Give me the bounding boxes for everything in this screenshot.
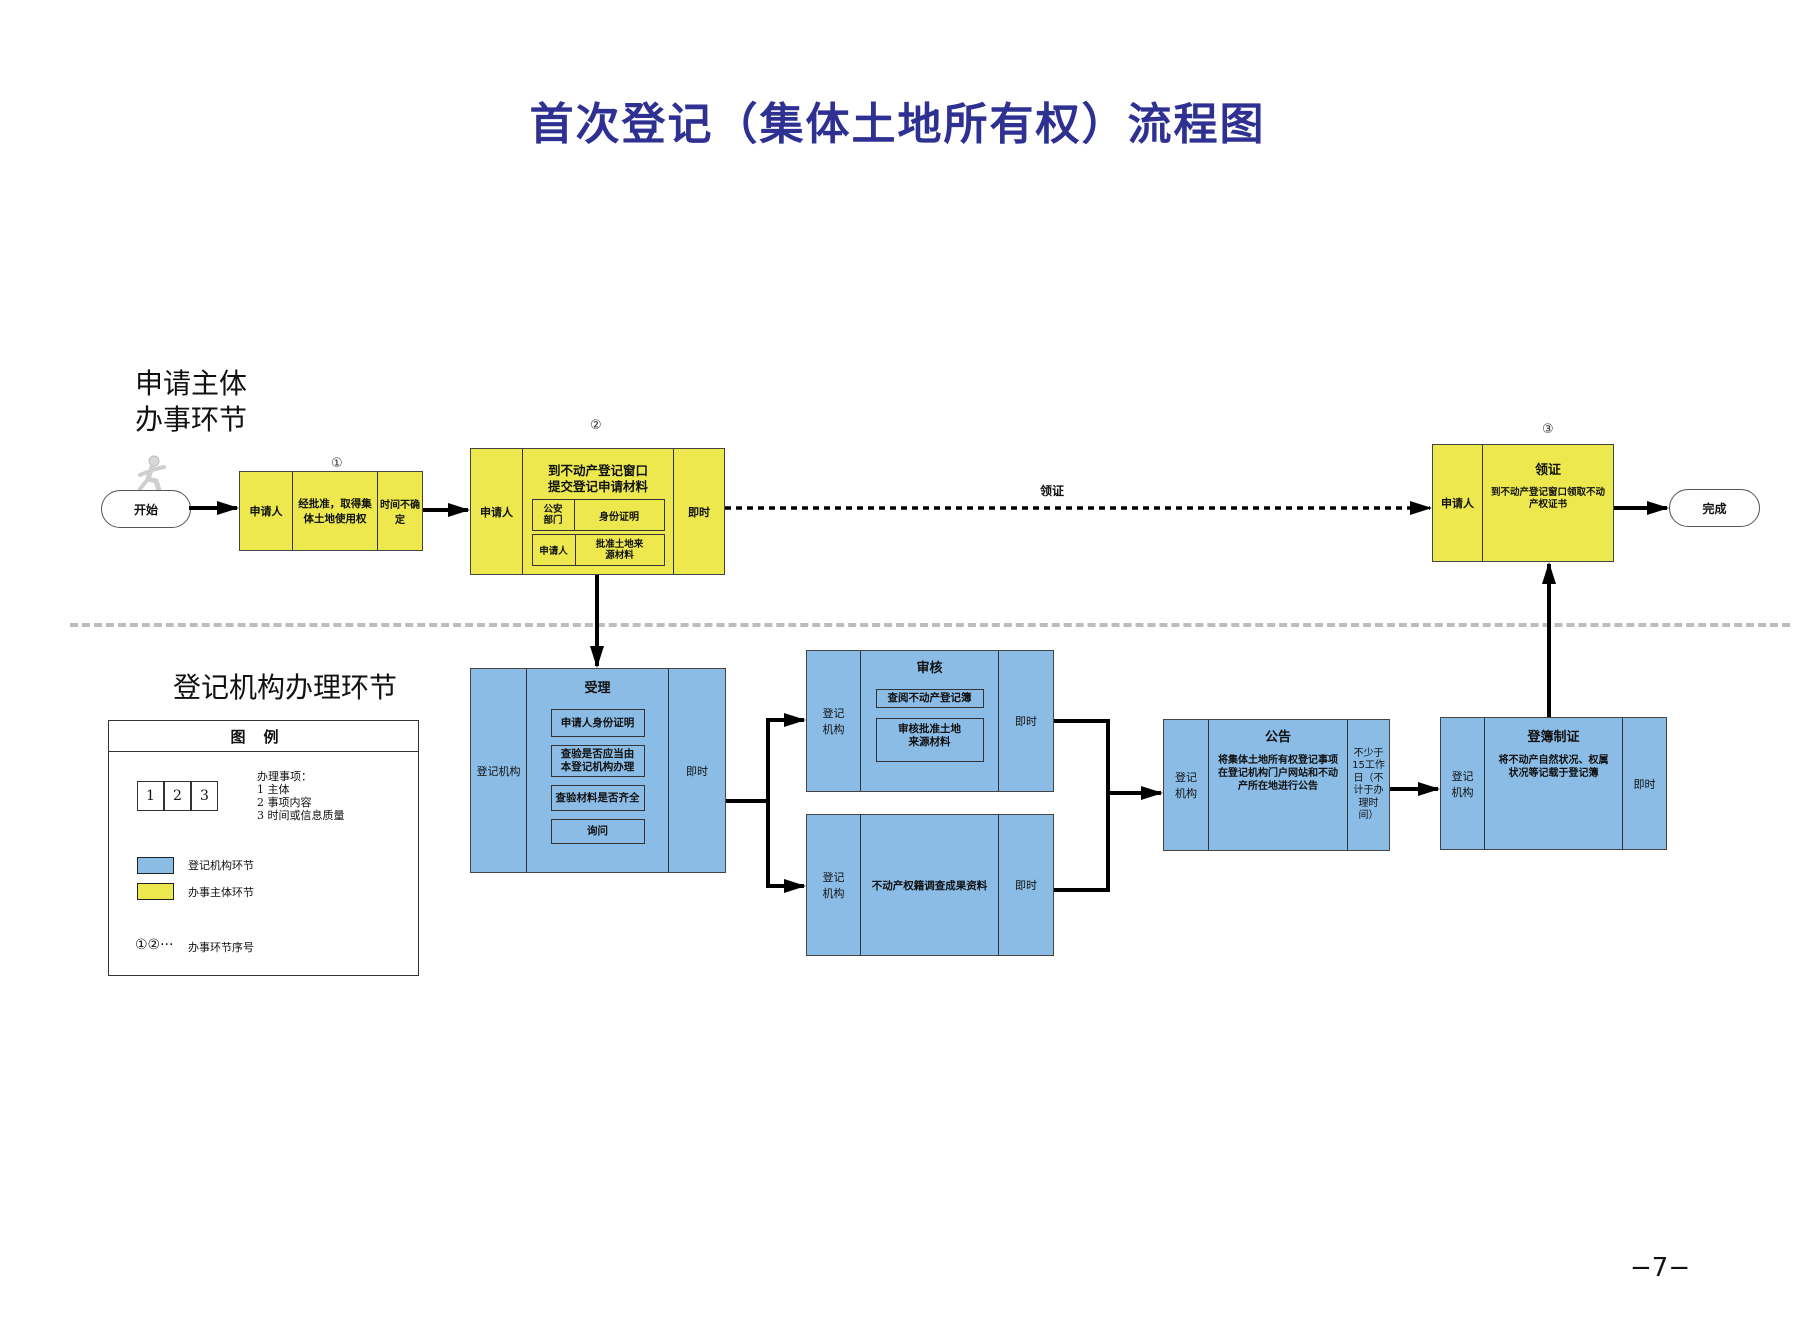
- legend-sequence-label: 办事环节序号: [188, 941, 254, 954]
- legend: 图例 1 2 3 办理事项： 1 主体 2 事项内容 3 时间或信息质量 登记机…: [108, 720, 419, 976]
- lane-label-applicant-line1: 申请主体: [135, 367, 248, 400]
- review-subject: 登记机构: [807, 651, 861, 791]
- review-item: 审核批准土地来源材料: [875, 718, 984, 762]
- notice-subject: 登记机构: [1164, 720, 1209, 850]
- step-2-content: 到不动产登记窗口 提交登记申请材料 公安部门 身份证明 申请人 批准土地来源材料: [523, 449, 674, 574]
- accept-header: 受理: [584, 681, 611, 696]
- review-box: 登记机构 审核 查阅不动产登记簿 审核批准土地来源材料 即时: [806, 650, 1054, 792]
- legend-cell: 2: [164, 781, 191, 811]
- lane-divider: [70, 623, 1790, 627]
- notice-description: 将集体土地所有权登记事项在登记机构门户网站和不动产所在地进行公告: [1218, 755, 1338, 792]
- accept-item: 查验材料是否齐全: [550, 785, 645, 811]
- legend-item: 1 主体: [257, 783, 290, 796]
- legend-items-heading: 办理事项：: [257, 770, 312, 783]
- survey-box: 登记机构 不动产权籍调查成果资料 即时: [806, 814, 1054, 956]
- review-item: 查阅不动产登记簿: [875, 689, 984, 708]
- legend-swatch-label: 登记机构环节: [188, 859, 254, 872]
- step-2-time: 即时: [688, 505, 710, 519]
- legend-sequence-symbol: ①②···: [135, 937, 174, 953]
- step-2-header-line1: 到不动产登记窗口: [547, 463, 648, 478]
- register-box: 登记机构 登簿制证 将不动产自然状况、权属状况等记载于登记簿 即时: [1440, 717, 1667, 850]
- step-1-time: 时间不确定: [380, 500, 420, 526]
- step-2-header-line2: 提交登记申请材料: [547, 479, 648, 494]
- review-time: 即时: [1015, 715, 1037, 728]
- start-label: 开始: [133, 502, 158, 517]
- register-description: 将不动产自然状况、权属状况等记载于登记簿: [1498, 755, 1609, 779]
- page-title: 首次登记（集体土地所有权）流程图: [529, 99, 1266, 150]
- survey-subject: 登记机构: [807, 815, 861, 955]
- register-time: 即时: [1633, 777, 1656, 791]
- legend-title: 图例: [109, 721, 418, 752]
- page-number: −7−: [1630, 1253, 1691, 1283]
- survey-time: 即时: [1015, 879, 1037, 892]
- step-1-subject: 申请人: [240, 472, 293, 550]
- step-1-content: 经批准，取得集体土地使用权: [293, 472, 378, 550]
- register-header: 登簿制证: [1527, 730, 1580, 745]
- end-label: 完成: [1702, 501, 1727, 516]
- notice-box: 登记机构 公告 将集体土地所有权登记事项在登记机构门户网站和不动产所在地进行公告…: [1163, 719, 1390, 851]
- step-2-box: 申请人 到不动产登记窗口 提交登记申请材料 公安部门 身份证明 申请人 批准土地…: [470, 448, 725, 575]
- accept-item: 询问: [550, 819, 645, 844]
- legend-swatch-agency: [137, 857, 174, 874]
- step-3-box: 申请人 领证 到不动产登记窗口领取不动产权证书: [1432, 444, 1614, 562]
- connector-label: 领证: [1040, 484, 1065, 498]
- step-3-subject: 申请人: [1433, 445, 1483, 561]
- survey-content: 不动产权籍调查成果资料: [861, 815, 999, 955]
- legend-cell: 1: [137, 781, 164, 811]
- end-terminal: 完成: [1669, 489, 1760, 527]
- register-content: 登簿制证 将不动产自然状况、权属状况等记载于登记簿: [1485, 718, 1623, 849]
- legend-item: 2 事项内容: [257, 796, 312, 809]
- notice-time: 不少于15工作日（不计于办理时间）: [1352, 747, 1385, 822]
- step-2-header: 到不动产登记窗口 提交登记申请材料: [548, 463, 648, 495]
- step-3-content: 领证 到不动产登记窗口领取不动产权证书: [1483, 445, 1613, 561]
- accept-time: 即时: [686, 764, 708, 778]
- review-content: 审核 查阅不动产登记簿 审核批准土地来源材料: [861, 651, 999, 791]
- step-1-box: 申请人 经批准，取得集体土地使用权 时间不确定: [239, 471, 423, 551]
- runner-icon: [138, 455, 166, 495]
- accept-box: 登记机构 受理 申请人身份证明 查验是否应当由本登记机构办理 查验材料是否齐全 …: [470, 668, 726, 873]
- accept-content: 受理 申请人身份证明 查验是否应当由本登记机构办理 查验材料是否齐全 询问: [527, 669, 669, 872]
- material-row: 公安部门 身份证明: [531, 499, 665, 531]
- notice-header: 公告: [1264, 730, 1291, 745]
- review-header: 审核: [916, 661, 943, 676]
- step-2-subject: 申请人: [471, 449, 523, 574]
- step-number-1: ①: [331, 456, 343, 471]
- step-3-header: 领证: [1534, 463, 1561, 478]
- step-number-3: ③: [1542, 422, 1554, 437]
- material-provider: 公安部门: [533, 500, 575, 530]
- legend-item: 3 时间或信息质量: [257, 809, 345, 822]
- register-subject: 登记机构: [1441, 718, 1485, 849]
- accept-item: 申请人身份证明: [550, 709, 645, 737]
- legend-swatch-applicant: [137, 883, 174, 900]
- material-provider: 申请人: [533, 535, 576, 565]
- notice-content: 公告 将集体土地所有权登记事项在登记机构门户网站和不动产所在地进行公告: [1209, 720, 1348, 850]
- material-item: 批准土地来源材料: [595, 539, 644, 561]
- merge-line: [1054, 719, 1110, 892]
- legend-swatch-label: 办事主体环节: [188, 886, 254, 899]
- legend-items: 办理事项： 1 主体 2 事项内容 3 时间或信息质量: [257, 770, 345, 822]
- step-3-description: 到不动产登记窗口领取不动产权证书: [1491, 487, 1606, 510]
- lane-label-applicant-line2: 办事环节: [135, 403, 248, 436]
- material-row: 申请人 批准土地来源材料: [531, 534, 665, 566]
- lane-label-agency: 登记机构办理环节: [173, 671, 398, 704]
- material-item: 身份证明: [599, 511, 639, 523]
- accept-subject: 登记机构: [471, 669, 527, 872]
- legend-cell: 3: [191, 781, 218, 811]
- accept-item: 查验是否应当由本登记机构办理: [550, 745, 645, 777]
- step-number-2: ②: [590, 418, 602, 433]
- lane-label-applicant: 申请主体 办事环节: [135, 366, 247, 438]
